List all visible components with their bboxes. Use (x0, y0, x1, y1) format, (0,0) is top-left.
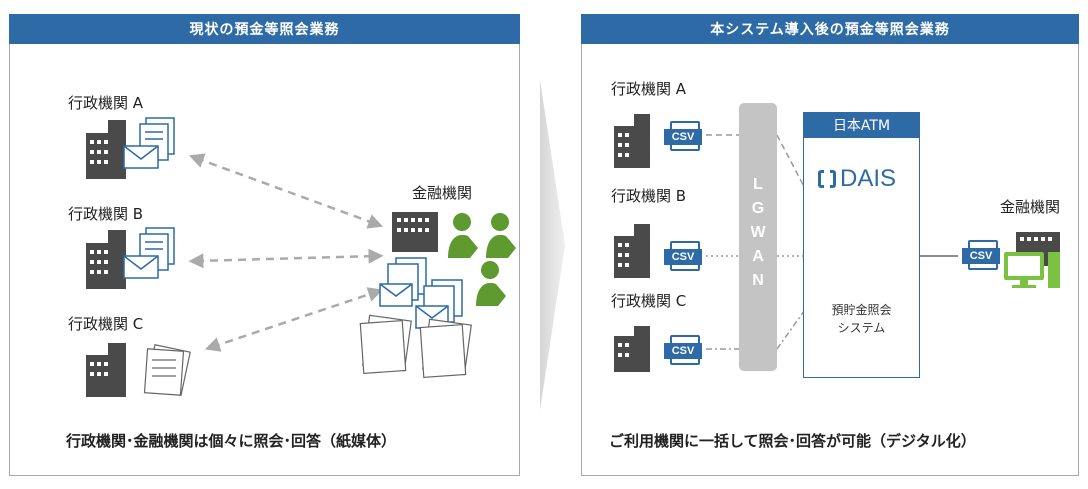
csv-file-icon-b: CSV (664, 241, 704, 271)
building-icon-right-a (614, 114, 650, 168)
paper-stack-icon-c (143, 344, 191, 396)
lgwan-letter-l: L (753, 176, 763, 193)
left-exchange-arrows (188, 153, 384, 352)
atm-system-box: 日本ATM DAIS 預貯金照会 システム (803, 112, 920, 378)
csv-file-icon-c: CSV (664, 335, 704, 365)
building-icon-a (86, 120, 126, 179)
system-name-line1: 預貯金照会 (831, 303, 892, 317)
csv-file-icon-a: CSV (664, 121, 704, 151)
lgwan-letter-w: W (750, 224, 766, 241)
bank-label-right: 金融機関 (1000, 198, 1061, 216)
lgwan-letter-n: N (752, 272, 764, 289)
org-a-label-right: 行政機関 A (611, 80, 687, 98)
org-a-label-left: 行政機関 A (68, 94, 144, 112)
new-process-caption: ご利用機関に一括して照会･回答が可能（デジタル化） (609, 432, 976, 450)
lgwan-letter-a: A (752, 248, 764, 265)
document-envelope-icon-b (123, 227, 175, 279)
paper-bundle-icons (359, 314, 472, 379)
system-name: 預貯金照会 システム (804, 301, 919, 337)
system-name-line2: システム (837, 321, 886, 335)
bank-building-icon-left (392, 212, 438, 252)
pc-icon (1004, 252, 1060, 288)
org-c-label-left: 行政機関 C (68, 315, 144, 333)
bank-document-icons (379, 257, 463, 329)
lgwan-label: L G W A N (739, 173, 777, 293)
dais-logo-icon (818, 170, 836, 188)
org-b-label-right: 行政機関 B (611, 187, 687, 205)
org-b-label-left: 行政機関 B (68, 205, 144, 223)
atm-title: 日本ATM (803, 112, 920, 138)
new-process-title: 本システム導入後の預金等照会業務 (581, 14, 1079, 44)
transition-arrow (540, 80, 565, 410)
staff-icon-1 (448, 213, 478, 258)
building-icon-c (86, 343, 126, 397)
dais-logo-text: DAIS (840, 165, 897, 192)
staff-icon-2 (486, 213, 516, 258)
current-process-caption: 行政機関･金融機関は個々に照会･回答（紙媒体） (66, 432, 397, 450)
building-icon-b (86, 230, 126, 289)
org-c-label-right: 行政機関 C (611, 292, 687, 310)
building-icon-right-b (614, 224, 650, 278)
building-icon-right-c (614, 326, 650, 372)
document-envelope-icon-a (123, 117, 175, 169)
lgwan-network-bar: L G W A N (739, 103, 777, 371)
csv-file-icon-bank: CSV (962, 240, 1002, 270)
lgwan-letter-g: G (751, 200, 765, 217)
current-process-title: 現状の預金等照会業務 (9, 14, 520, 44)
bank-label-left: 金融機関 (412, 184, 473, 202)
staff-icon-3 (476, 261, 506, 306)
dais-logo: DAIS (818, 165, 896, 193)
